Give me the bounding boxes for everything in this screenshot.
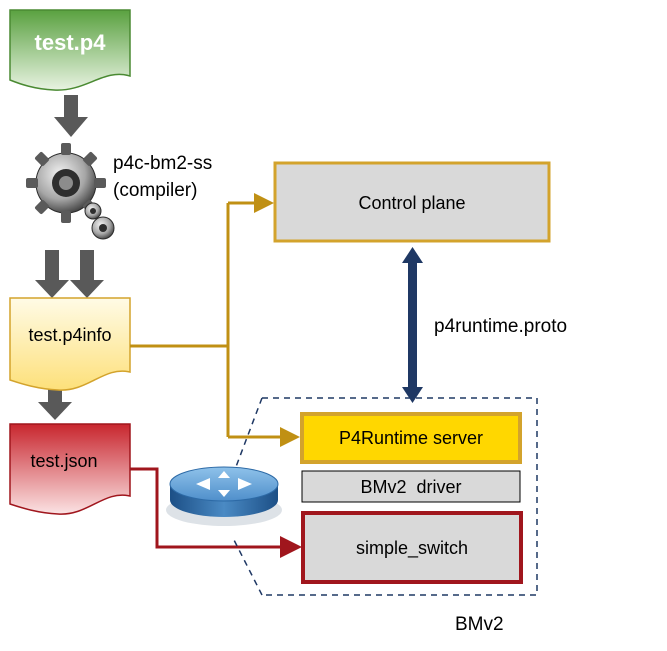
p4info-label: test.p4info <box>28 325 111 345</box>
p4runtime-server-node: P4Runtime server <box>300 412 522 464</box>
arrow-compiler-to-p4info-right <box>70 250 104 298</box>
arrow-compiler-to-p4info-left <box>35 250 69 298</box>
p4info-connector <box>130 193 300 447</box>
source-file-label: test.p4 <box>35 30 107 55</box>
compiler-note: (compiler) <box>113 180 197 201</box>
control-plane-node: Control plane <box>273 161 551 243</box>
source-file-node: test.p4 <box>9 9 131 91</box>
json-node: test.json <box>9 423 131 515</box>
simple-switch-node: simple_switch <box>301 511 523 584</box>
p4runtime-server-label: P4Runtime server <box>339 428 483 448</box>
p4info-node: test.p4info <box>9 297 131 391</box>
compiler-name: p4c-bm2-ss <box>113 153 212 174</box>
json-connector <box>130 467 302 558</box>
simple-switch-label: simple_switch <box>356 538 468 559</box>
arrow-p4info-to-json <box>38 388 72 420</box>
bmv2-container <box>233 397 538 596</box>
bmv2-label: BMv2 <box>455 614 504 635</box>
bmv2-driver-label: BMv2 driver <box>360 477 461 497</box>
bmv2-driver-node: BMv2 driver <box>301 470 521 503</box>
p4runtime-arrow <box>402 247 423 403</box>
arrow-source-to-compiler <box>54 95 88 137</box>
json-label: test.json <box>30 451 97 471</box>
proto-label: p4runtime.proto <box>434 316 567 337</box>
control-plane-label: Control plane <box>358 193 465 213</box>
gears-icon <box>26 143 115 240</box>
router-icon <box>166 466 282 526</box>
